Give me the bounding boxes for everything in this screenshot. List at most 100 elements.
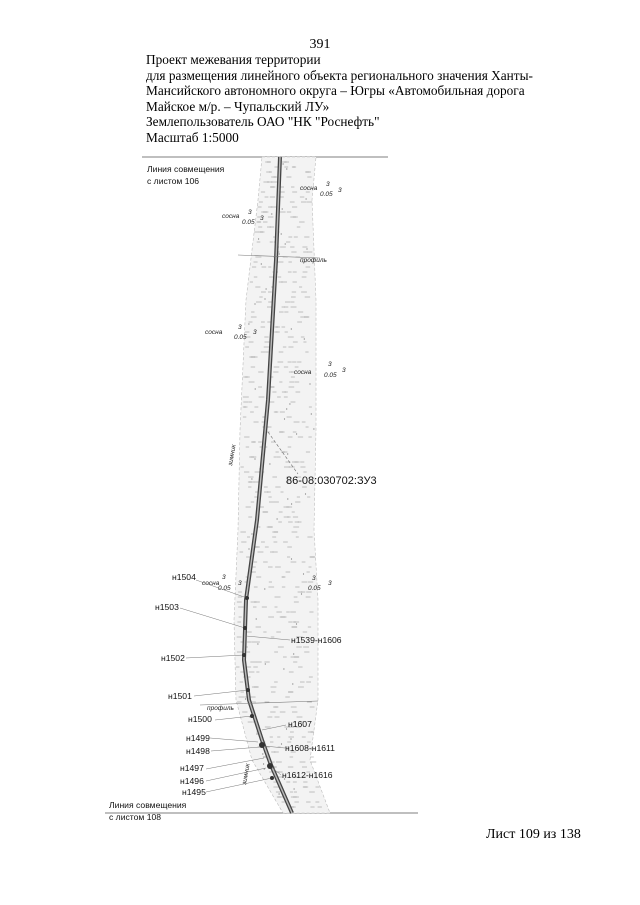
hatch-dot xyxy=(251,478,253,480)
hatch-dot xyxy=(290,328,292,330)
document-header: Проект межевания территории для размещен… xyxy=(146,52,546,145)
hatch-dot xyxy=(285,728,288,730)
svg-text:0.05: 0.05 xyxy=(218,585,231,592)
hatch-dot xyxy=(284,778,286,780)
hatch-dot xyxy=(257,643,259,645)
hatch-dot xyxy=(260,263,262,265)
parcel-leader xyxy=(267,431,299,475)
forest-corridor xyxy=(233,156,331,814)
hatch-dot xyxy=(287,453,289,455)
profile-label: профиль xyxy=(300,257,328,264)
hatch-dot xyxy=(304,493,307,495)
hatch-dot xyxy=(264,663,266,665)
svg-text:3: 3 xyxy=(328,580,332,587)
vegetation-label: сосна 3 0.05 3 xyxy=(205,324,257,341)
match-line-top-label-2: с листом 106 xyxy=(147,176,199,186)
hatch-dot xyxy=(287,498,289,500)
hatch-dot xyxy=(282,163,284,165)
hatch-dot xyxy=(254,458,256,460)
point-label: н1499 xyxy=(186,733,210,743)
vegetation-label: сосна 3 0.05 3 xyxy=(222,209,264,226)
svg-text:3: 3 xyxy=(312,575,316,582)
point-label: н1496 xyxy=(180,776,204,786)
header-line: для размещения линейного объекта региона… xyxy=(146,67,533,83)
svg-text:0.05: 0.05 xyxy=(320,191,333,198)
vertical-label: зимник xyxy=(241,762,252,786)
svg-text:3: 3 xyxy=(248,209,252,216)
vegetation-label: 3 0.05 3 xyxy=(308,575,332,592)
profile-label: профиль xyxy=(207,705,235,712)
hatch-dot xyxy=(254,388,256,390)
point-label: н1607 xyxy=(288,719,312,729)
hatch-dot xyxy=(290,738,292,740)
hatch-dot xyxy=(256,733,258,735)
point-label: н1497 xyxy=(180,763,204,773)
hatch-dot xyxy=(291,503,293,505)
point-label: н1608-н1611 xyxy=(285,743,335,753)
hatch-dot xyxy=(293,788,295,790)
hatch-dot xyxy=(248,548,250,550)
svg-text:3: 3 xyxy=(326,181,330,188)
svg-text:3: 3 xyxy=(338,187,342,194)
hatch-dot xyxy=(286,168,288,170)
hatch-dot xyxy=(306,248,308,250)
svg-text:0.05: 0.05 xyxy=(234,334,247,341)
hatch-dot xyxy=(293,653,295,655)
point-label: н1498 xyxy=(186,746,210,756)
point-markers xyxy=(242,596,274,780)
hatch-dot xyxy=(303,338,305,340)
hatch-dot xyxy=(280,743,283,745)
match-line-bottom-label-1: Линия совмещения xyxy=(109,800,187,810)
hatch-dot xyxy=(313,428,315,430)
forest-hatching xyxy=(236,161,322,808)
point-label: н1504 xyxy=(172,572,196,582)
svg-text:3: 3 xyxy=(238,580,242,587)
hatch-dot xyxy=(278,793,280,795)
match-line-bottom-label-2: с листом 108 xyxy=(109,812,161,822)
svg-text:0.05: 0.05 xyxy=(242,219,255,226)
hatch-dot xyxy=(300,593,303,595)
hatch-dot xyxy=(251,533,253,535)
hatch-dot xyxy=(283,668,285,670)
profile-line xyxy=(237,254,321,259)
hatch-dot xyxy=(265,288,267,290)
header-line: Майское м/р. – Чупальский ЛУ» xyxy=(146,98,330,114)
hatch-dot xyxy=(309,383,311,385)
hatch-dot xyxy=(281,208,283,210)
hatch-dot xyxy=(296,433,298,435)
point-label: н1503 xyxy=(155,602,179,612)
vertical-label: зимник xyxy=(227,443,238,467)
hatch-dot xyxy=(254,303,256,305)
hatch-dot xyxy=(280,233,282,235)
hatch-dot xyxy=(271,213,273,215)
svg-text:3: 3 xyxy=(253,329,257,336)
hatch-dot xyxy=(310,413,312,415)
match-line-top-label-1: Линия совмещения xyxy=(147,164,225,174)
hatch-dot xyxy=(258,238,260,240)
svg-text:3: 3 xyxy=(328,361,332,368)
header-line: Мансийского автономного округа – Югры «А… xyxy=(146,83,525,98)
hatch-dot xyxy=(276,518,278,520)
parcel-label: 86-08:030702:ЗУ3 xyxy=(286,475,377,487)
hatch-dot xyxy=(244,698,247,700)
svg-text:сосна: сосна xyxy=(205,329,223,336)
hatch-dot xyxy=(264,588,266,590)
hatch-dot xyxy=(269,463,271,465)
hatch-dot xyxy=(262,753,264,755)
svg-text:0.05: 0.05 xyxy=(308,585,321,592)
svg-text:3: 3 xyxy=(342,367,346,374)
point-label: н1539-н1606 xyxy=(291,635,342,645)
point-label: н1500 xyxy=(188,714,212,724)
hatch-dot xyxy=(295,623,298,625)
header-line: Проект межевания территории xyxy=(146,52,321,67)
hatch-dot xyxy=(278,253,280,255)
hatch-dot xyxy=(255,618,257,620)
hatch-dot xyxy=(284,243,286,245)
vegetation-label: сосна 3 0.05 3 xyxy=(300,181,342,198)
hatch-dot xyxy=(305,198,307,200)
vegetation-label: сосна 3 0.05 3 xyxy=(202,574,242,592)
svg-text:3: 3 xyxy=(222,574,226,581)
point-label: н1501 xyxy=(168,691,192,701)
page-number: 391 xyxy=(309,37,331,52)
